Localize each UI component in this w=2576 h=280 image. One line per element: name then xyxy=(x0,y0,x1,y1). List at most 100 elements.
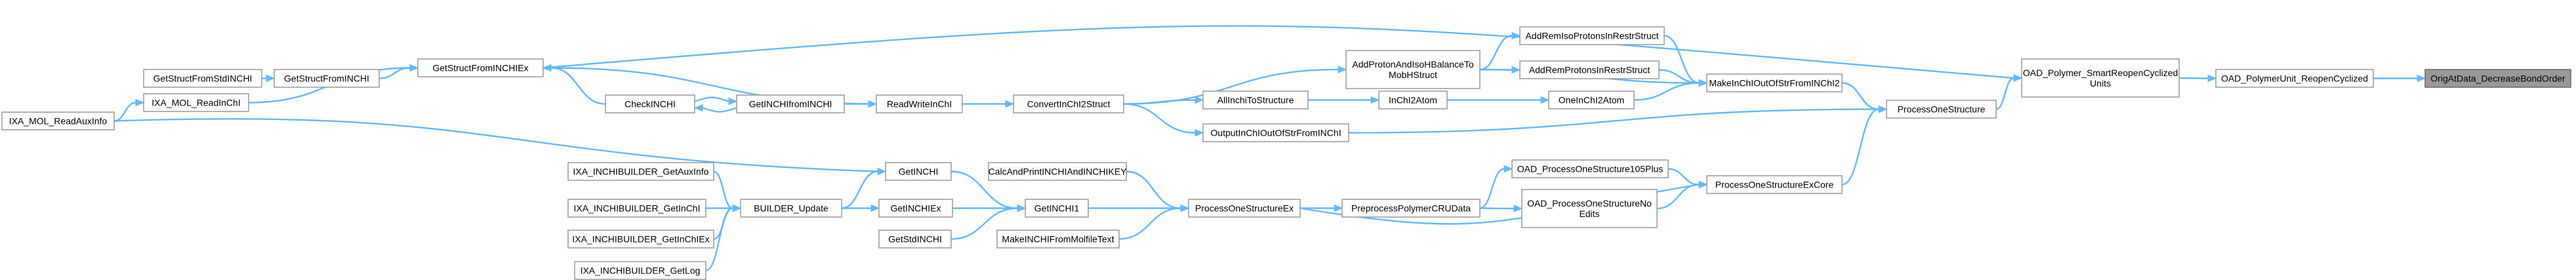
node-label: GetINCHIfromINCHI xyxy=(749,99,832,110)
node-box xyxy=(567,162,714,181)
arrowhead xyxy=(693,104,703,112)
node-box xyxy=(1511,159,1669,178)
arrowhead xyxy=(1503,165,1513,173)
arrowhead xyxy=(1698,79,1708,87)
edge-one-in-ch-i2-atom-to-make-in-ch-iout-of-str-from-inch-i2 xyxy=(1633,82,1700,101)
node-label: OAD_PolymerUnit_ReopenCyclized xyxy=(2221,73,2368,84)
node-box xyxy=(1548,90,1635,110)
node-ixa-mol-read-in-ch-i[interactable]: IXA_MOL_ReadInChI xyxy=(143,93,249,112)
node-make-in-ch-iout-of-str-from-inch-i2[interactable]: MakeInChIOutOfStrFromINChI2 xyxy=(1706,73,1843,92)
node-label: Units xyxy=(2090,78,2111,89)
node-box xyxy=(143,69,262,88)
node-label: MobHStruct xyxy=(1389,70,1437,80)
node-process-one-structure-ex-core[interactable]: ProcessOneStructureExCore xyxy=(1706,175,1843,194)
node-label: Edits xyxy=(1579,209,1599,219)
node-box xyxy=(1519,60,1660,79)
edge-output-in-ch-iout-of-str-from-inch-i-to-process-one-structure xyxy=(1348,108,1879,134)
node-orig-at-data-decrease-bond-order[interactable]: OrigAtData_DecreaseBondOrder xyxy=(2424,69,2571,88)
node-get-struct-from-inchi[interactable]: GetStructFromINCHI xyxy=(274,69,380,88)
arrowhead xyxy=(1180,204,1190,212)
node-box xyxy=(1202,90,1309,110)
edge-layer xyxy=(113,25,2426,271)
node-label: OneInChI2Atom xyxy=(1559,95,1624,106)
node-builder-update[interactable]: BUILDER_Update xyxy=(740,199,842,218)
edge-get-struct-from-inchiex-to-oad-polymer-smart-reopen-cyclized-units xyxy=(542,25,2014,79)
node-label: GetStdINCHI xyxy=(888,234,942,245)
edge-builder-update-to-get-inchi xyxy=(841,170,878,209)
edge-ixa-inchibuilder-get-log-to-builder-update xyxy=(705,207,733,271)
node-label: ConvertInChI2Struct xyxy=(1027,99,1111,110)
node-in-ch-i2-atom[interactable]: InChI2Atom xyxy=(1378,90,1448,110)
arrowhead xyxy=(1540,96,1550,104)
node-ixa-inchibuilder-get-aux-info[interactable]: IXA_INCHIBUILDER_GetAuxInfo xyxy=(567,162,714,181)
edge-get-std-inchi-to-get-inchi1 xyxy=(951,207,1018,240)
node-get-inchiex[interactable]: GetINCHIEx xyxy=(878,199,953,218)
arrowhead xyxy=(1511,66,1521,74)
node-check-inchi[interactable]: CheckINCHI xyxy=(605,94,695,113)
node-label: PreprocessPolymerCRUData xyxy=(1351,203,1471,214)
arrowhead xyxy=(1195,129,1204,137)
node-box xyxy=(1341,199,1481,218)
node-one-in-ch-i2-atom[interactable]: OneInChI2Atom xyxy=(1548,90,1635,110)
node-get-inchifrom-inchi[interactable]: GetINCHIfromINCHI xyxy=(736,94,845,113)
node-box xyxy=(878,199,953,218)
node-process-one-structure-ex[interactable]: ProcessOneStructureEx xyxy=(1188,199,1301,218)
node-label: IXA_INCHIBUILDER_GetAuxInfo xyxy=(573,167,709,177)
node-box xyxy=(1202,123,1349,142)
node-box xyxy=(736,94,845,113)
node-label: AllInchiToStructure xyxy=(1217,95,1294,106)
node-label: CalcAndPrintINCHIAndINCHIKEY xyxy=(989,167,1128,177)
node-label: OAD_ProcessOneStructureNo xyxy=(1527,198,1652,209)
node-get-struct-from-std-inchi[interactable]: GetStructFromStdINCHI xyxy=(143,69,262,88)
node-box xyxy=(1519,26,1665,45)
arrowhead xyxy=(409,64,419,72)
node-label: IXA_MOL_ReadInChI xyxy=(152,98,240,108)
node-box xyxy=(605,94,695,113)
arrowhead xyxy=(732,204,742,212)
node-make-inchifrom-molfile-text[interactable]: MakeINCHIFromMolfileText xyxy=(996,230,1120,249)
node-box xyxy=(1013,94,1124,113)
node-box xyxy=(274,69,380,88)
node-box xyxy=(567,199,706,218)
node-convert-in-ch-i2-struct[interactable]: ConvertInChI2Struct xyxy=(1013,94,1124,113)
node-label: IXA_MOL_ReadAuxInfo xyxy=(9,116,108,127)
node-all-inchi-to-structure[interactable]: AllInchiToStructure xyxy=(1202,90,1309,110)
node-get-inchi1[interactable]: GetINCHI1 xyxy=(1025,199,1089,218)
node-box xyxy=(1188,199,1301,218)
node-label: AddRemIsoProtonsInRestrStruct xyxy=(1525,31,1658,41)
node-oad-process-one-structure105-plus[interactable]: OAD_ProcessOneStructure105Plus xyxy=(1511,159,1669,178)
arrowhead xyxy=(1698,180,1708,189)
node-get-struct-from-inchiex[interactable]: GetStructFromINCHIEx xyxy=(417,58,544,77)
node-preprocess-polymer-crudata[interactable]: PreprocessPolymerCRUData xyxy=(1341,199,1481,218)
arrowhead xyxy=(542,64,552,72)
node-process-one-structure[interactable]: ProcessOneStructure xyxy=(1886,100,1997,119)
arrowhead xyxy=(2207,74,2217,83)
edge-make-in-ch-iout-of-str-from-inch-i2-to-process-one-structure xyxy=(1841,82,1879,110)
node-label: ReadWriteInChI xyxy=(887,99,952,110)
node-add-rem-iso-protons-in-restr-struct[interactable]: AddRemIsoProtonsInRestrStruct xyxy=(1519,26,1665,45)
node-add-rem-protons-in-restr-struct[interactable]: AddRemProtonsInRestrStruct xyxy=(1519,60,1660,79)
arrowhead xyxy=(135,98,145,107)
arrowhead xyxy=(728,97,738,106)
node-label: GetINCHI xyxy=(899,167,939,177)
node-get-std-inchi[interactable]: GetStdINCHI xyxy=(878,230,952,249)
node-oad-polymer-unit-reopen-cyclized[interactable]: OAD_PolymerUnit_ReopenCyclized xyxy=(2215,69,2374,88)
node-output-in-ch-iout-of-str-from-inch-i[interactable]: OutputInChIOutOfStrFromINChI xyxy=(1202,123,1349,142)
node-ixa-inchibuilder-get-log[interactable]: IXA_INCHIBUILDER_GetLog xyxy=(574,261,706,280)
node-box xyxy=(2215,69,2374,88)
node-ixa-mol-read-aux-info[interactable]: IXA_MOL_ReadAuxInfo xyxy=(1,111,115,130)
node-calc-and-print-inchiand-inchikey[interactable]: CalcAndPrintINCHIAndINCHIKEY xyxy=(988,162,1128,181)
node-ixa-inchibuilder-get-in-ch-iex[interactable]: IXA_INCHIBUILDER_GetInChIEx xyxy=(567,230,714,249)
node-label: BUILDER_Update xyxy=(754,203,828,214)
node-label: AddProtonAndIsoHBalanceTo xyxy=(1352,59,1473,70)
node-get-inchi[interactable]: GetINCHI xyxy=(885,162,952,181)
arrowhead xyxy=(1878,105,1888,113)
node-ixa-inchibuilder-get-in-ch-i[interactable]: IXA_INCHIBUILDER_GetInChI xyxy=(567,199,706,218)
node-read-write-in-ch-i[interactable]: ReadWriteInChI xyxy=(876,94,963,113)
node-label: IXA_INCHIBUILDER_GetInChIEx xyxy=(572,234,709,245)
node-box xyxy=(2424,69,2571,88)
